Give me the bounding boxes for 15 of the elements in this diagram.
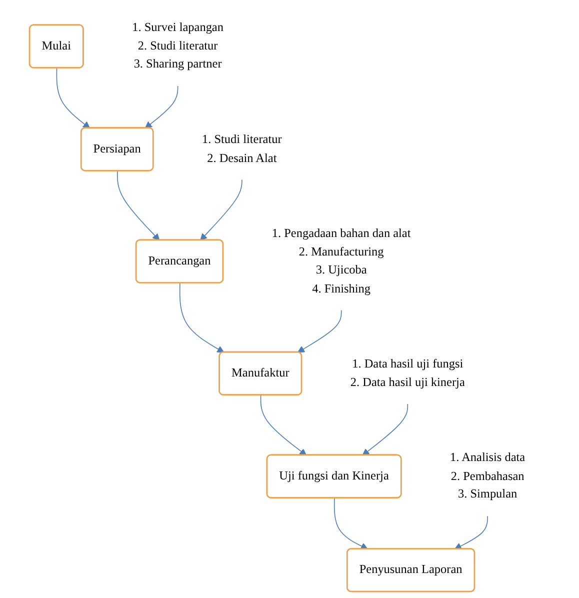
arrow xyxy=(116,170,160,241)
arrow xyxy=(297,310,342,353)
arrow xyxy=(144,86,178,129)
arrow xyxy=(362,404,408,456)
arrow xyxy=(334,498,368,550)
node-text: 1. Data hasil uji fungsi 2. Data hasil uji kinerja xyxy=(350,357,465,389)
arrow xyxy=(260,394,307,456)
node-text: 1. Survei lapangan 2. Studi literatur 3. Sharing partner xyxy=(132,21,224,71)
arrow xyxy=(200,179,242,241)
node-text: 1. Studi literatur 2. Desain Alat xyxy=(202,133,282,165)
arrow xyxy=(56,68,90,129)
arrow xyxy=(454,516,488,550)
arrow xyxy=(179,282,224,353)
node-text: 1. Pengadaan bahan dan alat 2. Manufacturing 3. Ujicoba 4. Finishing xyxy=(272,227,411,296)
node-text: 1. Analisis data 2. Pembahasan 3. Simpulan xyxy=(450,451,526,501)
